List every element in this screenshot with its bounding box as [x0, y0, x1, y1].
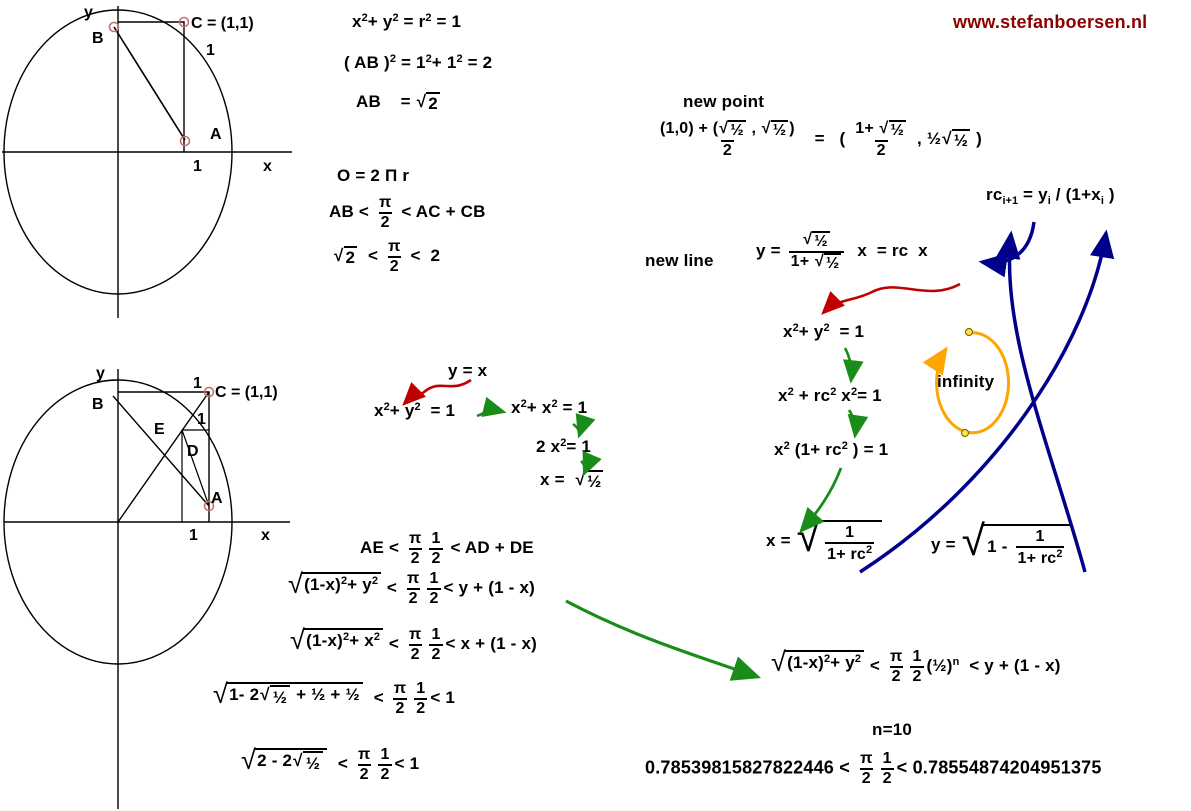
formula-new-point: (1,0) + (½ , ½)2 = ( 1+ ½2 , ½½ ) — [655, 120, 982, 159]
loop-dot-top — [964, 327, 974, 337]
formula-y-solution: y = 1 - 11+ rc2 — [931, 524, 1073, 567]
point-marker-b — [108, 21, 120, 33]
x-axis-label: x — [263, 158, 272, 175]
formula-ab-squared: ( AB )2 = 12+ 12 = 2 — [344, 53, 493, 72]
one-left-of-a-label: 1 — [189, 527, 198, 544]
point-marker-c — [203, 386, 215, 398]
point-b-label: B — [92, 396, 104, 413]
formula-mid-1: x2+ y2 = 1 — [374, 401, 456, 420]
infinity-label: infinity — [937, 372, 995, 391]
formula-rc-recurrence: rci+1 = yi / (1+xi ) — [986, 185, 1115, 207]
formula-subst-1: x2+ y2 = 1 — [783, 322, 865, 341]
formula-y-equals-x: y = x — [448, 361, 488, 380]
formula-subst-3: x2 (1+ rc2 ) = 1 — [774, 440, 889, 459]
diagonal-oc — [117, 391, 210, 523]
unit-square — [118, 21, 185, 152]
red-arrow-rc-to-circle-eq — [821, 282, 961, 315]
point-c-label: C = (1,1) — [191, 15, 254, 32]
formula-new-line: y = ½1+ ½ x = rc x — [756, 231, 928, 272]
formula-mid-4: x = ½ — [540, 470, 604, 492]
point-d-label: D — [187, 443, 199, 460]
blue-arrow-y-feedback — [996, 230, 1087, 573]
blue-arrow-rc-to-new-line — [978, 221, 1036, 278]
unit-circle — [3, 9, 233, 295]
unit-circle-diagram-top: y C = (1,1) B 1 A 1 x — [2, 4, 292, 318]
formula-circumference: O = 2 Π r — [337, 166, 410, 185]
one-left-of-c-label: 1 — [193, 375, 202, 392]
point-c-label: C = (1,1) — [215, 384, 278, 401]
new-line-label: new line — [645, 251, 714, 270]
green-arrow-mid-step-1 — [476, 396, 507, 418]
point-marker-a — [203, 500, 215, 512]
new-point-title: new point — [683, 92, 765, 111]
formula-x-solution: x = 11+ rc2 — [766, 520, 883, 563]
formula-mid-2: x2+ x2 = 1 — [511, 398, 588, 417]
one-below-c-label: 1 — [197, 411, 206, 428]
unit-circle-diagram-bottom: y 1 C = (1,1) B 1 E D A 1 x — [3, 365, 290, 809]
loop-dot-bottom — [960, 428, 970, 438]
one-left-of-a-label: 1 — [193, 158, 202, 175]
y-axis-label: y — [96, 365, 105, 382]
y-axis-label: y — [84, 4, 93, 21]
site-url: www.stefanboersen.nl — [953, 12, 1148, 32]
point-b-label: B — [92, 30, 104, 47]
formula-ab-value: AB = 2 — [356, 92, 441, 114]
green-arrow-to-general-bound — [565, 599, 762, 681]
formula-numeric-bounds: 2 < π2 < 2 — [333, 238, 440, 275]
formula-mid-3: 2 x2= 1 — [536, 437, 592, 456]
point-a-label: A — [211, 490, 223, 507]
point-marker-a — [179, 135, 191, 147]
one-below-c-label: 1 — [206, 42, 215, 59]
green-arrow-subst-step-1 — [842, 347, 864, 384]
unit-circle — [3, 379, 233, 665]
point-marker-c — [178, 16, 190, 28]
x-axis-label: x — [261, 527, 270, 544]
chord-ab — [113, 26, 186, 141]
chord-ea — [181, 429, 210, 507]
green-arrow-mid-step-2 — [572, 412, 596, 439]
iterations-label: n=10 — [872, 720, 913, 739]
formula-circle-equation: x2+ y2 = r2 = 1 — [352, 12, 462, 31]
chord-ba — [112, 395, 210, 507]
point-e-label: E — [154, 421, 165, 438]
point-a-label: A — [210, 126, 222, 143]
green-arrow-subst-step-2 — [847, 409, 869, 439]
formula-subst-2: x2 + rc2 x2= 1 — [778, 386, 882, 405]
